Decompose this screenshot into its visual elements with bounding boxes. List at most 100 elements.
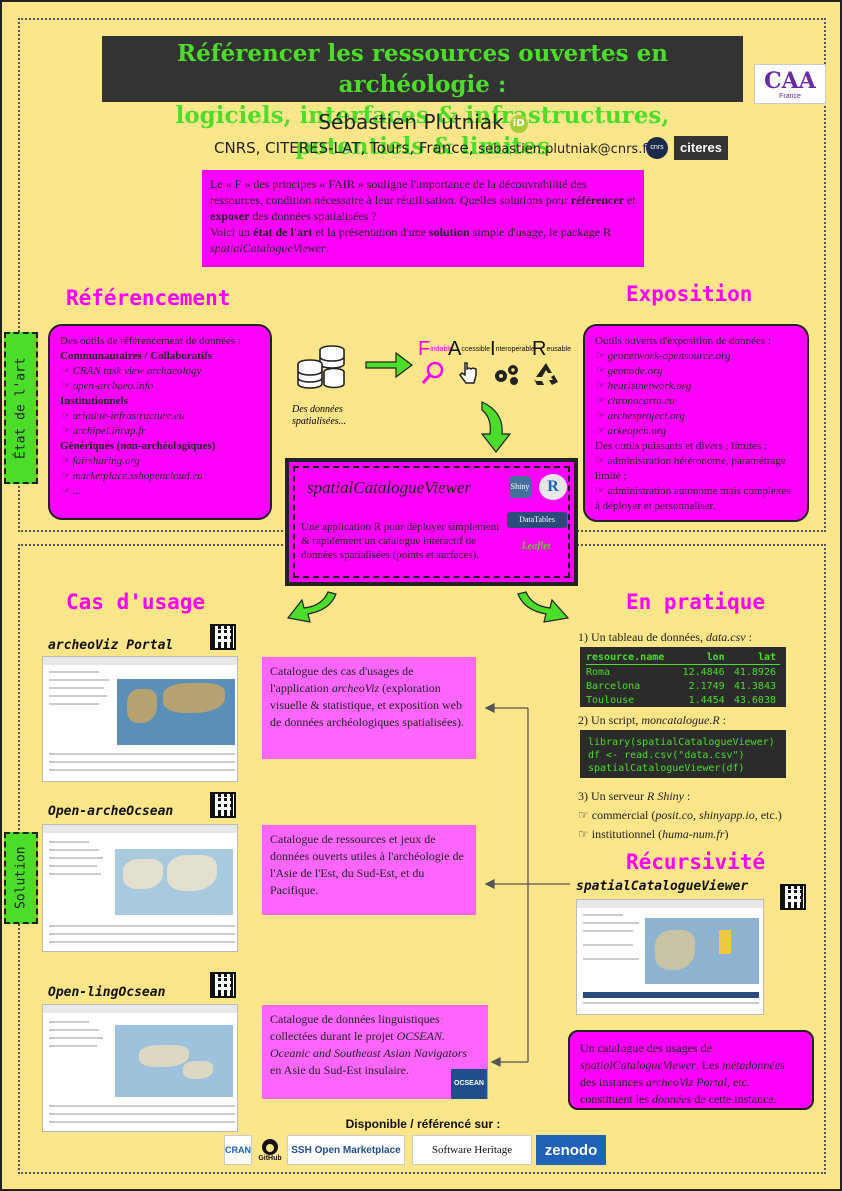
cran-logo[interactable]: CRAN xyxy=(224,1135,252,1165)
title-line-1: Référencer les ressources ouvertes en ar… xyxy=(176,40,668,98)
case1-description: Catalogue des cas d'usages de l'applicat… xyxy=(262,657,476,759)
arrow-scv-to-usage xyxy=(286,591,337,623)
ssh-marketplace-logo[interactable]: SSH Open Marketplace xyxy=(287,1135,405,1165)
affiliation-text: CNRS, CITERES-LAT, Tours, France, xyxy=(214,139,474,157)
practice-step2-file: moncatalogue.R xyxy=(641,713,720,727)
case1-text-archeoviz: archeoViz xyxy=(331,681,380,695)
recursivite-text-3: . Les xyxy=(695,1058,723,1072)
intro-text-3: des données spatialisées ? xyxy=(249,209,377,223)
r-script: library(spatialCatalogueViewer) df <- re… xyxy=(580,730,786,778)
database-icon xyxy=(297,345,345,389)
fair-f: Findable xyxy=(418,338,453,361)
case1-qr-code[interactable] xyxy=(210,624,236,650)
referencement-more: ☞ ... xyxy=(60,485,81,497)
recursivite-text-1: Un catalogue des usages de xyxy=(580,1041,712,1055)
intro-bold-exposer: exposer xyxy=(210,209,250,223)
usage-title: Cas d'usage xyxy=(66,590,206,614)
case3-screenshot xyxy=(42,1004,238,1132)
zenodo-logo-text: zenodo xyxy=(544,1141,598,1159)
practice-commercial-hosts[interactable]: posit.co, shinyapp.io xyxy=(655,808,755,822)
practice-step2: 2) Un script, moncatalogue.R : xyxy=(578,713,726,728)
exposition-link-arches[interactable]: ☞ archesproject.org xyxy=(595,410,685,422)
recursivite-text-2: spatialCatalogueViewer xyxy=(580,1058,696,1072)
referencement-link-ariadne[interactable]: ☞ ariadne-infrastructure.eu xyxy=(60,410,185,422)
github-logo[interactable]: GitHub xyxy=(256,1135,284,1165)
table-header-name: resource.name xyxy=(586,651,678,665)
email-link[interactable]: sebastien.plutniak@cnrs.fr xyxy=(478,142,653,157)
exposition-link-geonetwork[interactable]: ☞ geonetwork-opensource.org xyxy=(595,350,731,362)
recursivite-text-9: de cette instance. xyxy=(691,1092,777,1106)
table-row: Barcelona 2.1749 41.3843 xyxy=(586,679,780,693)
exposition-limit-2: ☞ administration autonome mais complexes… xyxy=(595,485,791,512)
code-line-2: df <- read.csv("data.csv") xyxy=(588,750,745,761)
fair-a: Accessible xyxy=(448,338,490,361)
table-cell: 1.4454 xyxy=(688,695,725,706)
practice-institutional-a: ☞ institutionnel ( xyxy=(578,827,663,841)
leaflet-logo: Leaflet xyxy=(511,538,561,556)
practice-step3-shiny: R Shiny xyxy=(646,789,684,803)
referencement-link-archipel[interactable]: ☞ archipel.inrap.fr xyxy=(60,425,146,437)
shiny-logo-text: Shiny xyxy=(510,482,530,491)
software-heritage-logo[interactable]: Software Heritage xyxy=(412,1135,532,1165)
intro-package-name: spatialCatalogueViewer xyxy=(210,241,326,255)
fair-r: Reusable xyxy=(532,338,571,361)
referencement-link-cran[interactable]: ☞ CRAN task view archaeology xyxy=(60,365,202,377)
case1-title: archeoViz Portal xyxy=(48,638,174,653)
practice-step3-c: : xyxy=(683,789,691,803)
table-cell: Roma xyxy=(586,667,611,678)
practice-institutional-host[interactable]: huma-num.fr xyxy=(662,827,725,841)
recursivite-text-6: archeoViz Portal xyxy=(645,1075,727,1089)
intro-text-4: Voici un xyxy=(210,225,254,239)
intro-bold-solution: solution xyxy=(428,225,470,239)
case3-qr-code[interactable] xyxy=(210,972,236,998)
fair-a-letter: A xyxy=(448,338,462,360)
case3-text-ocsean: OCSEAN. Oceanic and Southeast Asian Navi… xyxy=(270,1029,468,1060)
case3-title: Open-lingOcsean xyxy=(48,985,166,1000)
arrow-fair-to-scv xyxy=(480,401,512,453)
datatables-logo: DataTables xyxy=(507,512,567,528)
fair-r-letter: R xyxy=(532,338,547,360)
table-cell: 43.6038 xyxy=(733,695,776,706)
affiliation: CNRS, CITERES-LAT, Tours, France, sebast… xyxy=(214,139,652,157)
github-logo-text: GitHub xyxy=(258,1154,282,1162)
datatables-logo-text: DataTables xyxy=(519,515,555,524)
case2-qr-code[interactable] xyxy=(210,792,236,818)
exposition-link-heurist[interactable]: ☞ heuristnetwork.org xyxy=(595,380,692,392)
exposition-intro: Outils ouverts d'exposition de données : xyxy=(595,335,771,347)
r-logo: R xyxy=(539,474,567,500)
code-line-1: library(spatialCatalogueViewer) xyxy=(588,737,775,748)
shiny-logo: Shiny xyxy=(509,476,531,498)
practice-step1-file: data.csv xyxy=(705,630,746,644)
fair-i: Interoperable xyxy=(490,338,535,361)
practice-commercial-c: , etc.) xyxy=(754,808,782,822)
cran-logo-text: CRAN xyxy=(225,1145,251,1155)
intro-bold-etat: état de l'art xyxy=(253,225,313,239)
referencement-link-open-archaeo[interactable]: ☞ open-archaeo.info xyxy=(60,380,154,392)
referencement-link-marketplace[interactable]: ☞ marketplace.sshopencloud.eu xyxy=(60,470,203,482)
table-header-lon: lon xyxy=(677,651,729,665)
r-logo-text: R xyxy=(547,478,559,495)
exposition-link-chronocarto[interactable]: ☞ chronocarto.eu xyxy=(595,395,675,407)
scv-description: Une application R pour déployer simpleme… xyxy=(301,521,500,561)
available-on-label: Disponible / référencé sur : xyxy=(345,1117,501,1131)
fair-f-letter: F xyxy=(418,338,431,360)
recursivite-qr-code[interactable] xyxy=(780,884,806,910)
exposition-link-geonode[interactable]: ☞ geonode.org xyxy=(595,365,663,377)
case3-text-a: Catalogue de données linguistiques colle… xyxy=(270,1012,440,1043)
ocsean-logo: OCSEAN xyxy=(451,1069,487,1099)
scv-box: spatialCatalogueViewer Une application R… xyxy=(285,458,578,586)
recursivite-text-8: données xyxy=(652,1092,692,1106)
intro-text-7: . xyxy=(325,241,329,255)
referencement-link-fairsharing[interactable]: ☞ fairsharing.org xyxy=(60,455,140,467)
table-header-lat: lat xyxy=(728,651,780,665)
scv-title: spatialCatalogueViewer xyxy=(307,478,472,497)
caa-logo: CAA France xyxy=(754,64,826,104)
case2-title: Open-archeOcsean xyxy=(48,804,174,819)
case1-screenshot xyxy=(42,656,238,782)
ssh-logo-text: SSH Open Marketplace xyxy=(291,1144,401,1156)
orcid-icon[interactable]: iD xyxy=(509,114,528,133)
exposition-link-arkeopen[interactable]: ☞ arkeopen.org xyxy=(595,425,667,437)
zenodo-logo[interactable]: zenodo xyxy=(536,1135,606,1165)
fair-f-sub: indable xyxy=(430,346,453,354)
